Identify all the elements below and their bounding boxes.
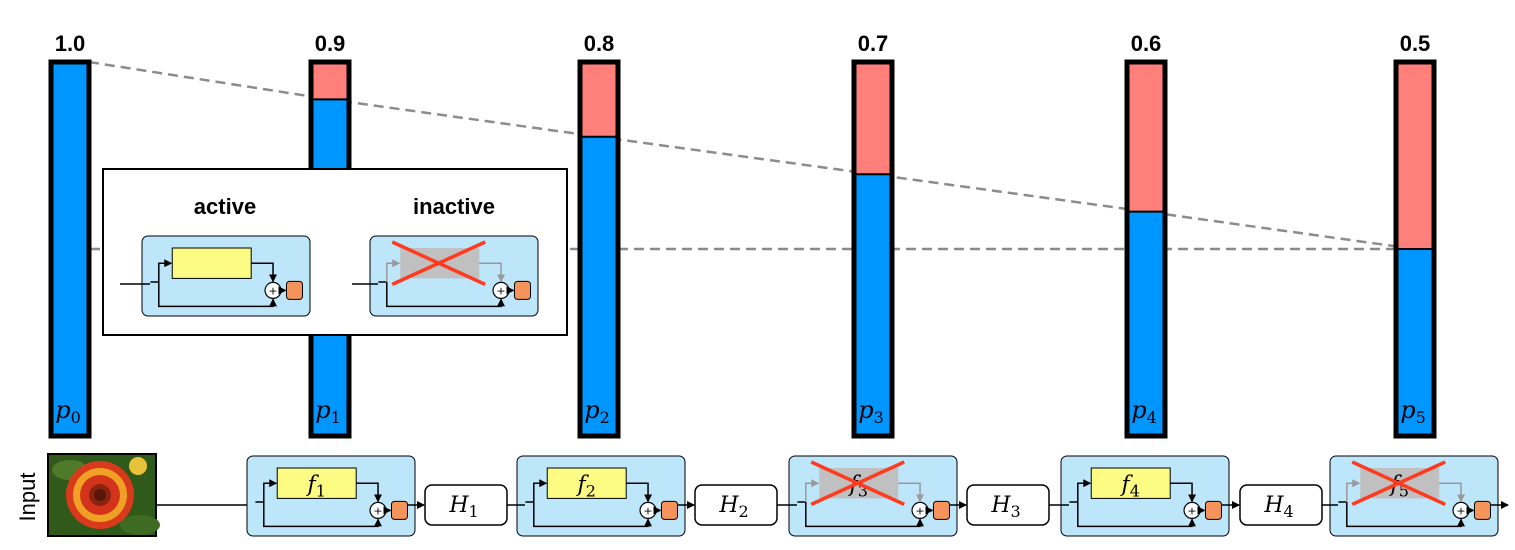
probability-bar-3: 0.7 p3 xyxy=(851,31,895,439)
res-block-legend-active: + xyxy=(141,235,311,317)
transition-4: H4 xyxy=(1239,484,1338,526)
prob-value-5: 0.5 xyxy=(1400,31,1431,56)
skip-connection-f1 xyxy=(263,502,383,528)
func-box-legend-active xyxy=(171,247,252,279)
probability-bar-2: 0.8 p2 xyxy=(577,31,621,439)
survival-decay-line xyxy=(88,60,1416,251)
relu-unit-f5 xyxy=(1473,500,1491,520)
bar-label-p0: p0 xyxy=(55,396,81,427)
res-block-f4: f4+ xyxy=(1060,455,1230,537)
transition-label-2: H2 xyxy=(718,493,748,521)
bar-label-p1: p1 xyxy=(315,396,341,427)
svg-text:+: + xyxy=(915,504,924,517)
drop-segment-4 xyxy=(1127,62,1165,212)
cross-b-f3 xyxy=(810,460,905,506)
prob-value-3: 0.7 xyxy=(858,31,889,56)
svg-text:+: + xyxy=(268,284,277,297)
probability-bar-0: 1.0 p0 xyxy=(48,31,92,439)
bar-label-p3: p3 xyxy=(858,396,884,427)
drop-segment-3 xyxy=(854,62,892,175)
res-block-legend-inactive: + xyxy=(369,235,539,317)
transition-3: H3 xyxy=(966,484,1069,526)
bar-outline-3 xyxy=(851,59,895,439)
legend-box: active inactive + + xyxy=(102,168,568,336)
func-box-f2 xyxy=(546,467,627,499)
relu-unit-f1 xyxy=(390,500,408,520)
transition-1: H1 xyxy=(424,484,525,526)
drop-segment-1 xyxy=(311,62,349,100)
drop-segment-2 xyxy=(580,62,618,137)
prob-value-1: 0.9 xyxy=(315,31,346,56)
skip-connection-f4 xyxy=(1077,502,1197,528)
svg-text:+: + xyxy=(1456,504,1465,517)
svg-text:+: + xyxy=(643,504,652,517)
func-box-f4 xyxy=(1090,467,1171,499)
transition-label-1: H1 xyxy=(448,493,478,521)
transition-label-3: H3 xyxy=(990,493,1020,521)
bar-outline-2 xyxy=(577,59,621,439)
skip-connection-f3 xyxy=(805,502,925,528)
prob-value-0: 1.0 xyxy=(55,31,86,56)
cross-b-legend-inactive xyxy=(391,240,486,286)
skip-connection-f2 xyxy=(533,502,653,528)
legend-inactive-block: + xyxy=(352,235,539,317)
relu-unit-f2 xyxy=(660,500,678,520)
relu-unit-f3 xyxy=(932,500,950,520)
probability-bar-4: 0.6 p4 xyxy=(1124,31,1168,439)
survive-segment-5 xyxy=(1396,249,1434,436)
bar-outline-5 xyxy=(1393,59,1437,439)
input-label: Input xyxy=(15,473,40,522)
legend-inactive-title: inactive xyxy=(413,194,495,219)
input-image xyxy=(47,453,160,537)
bar-label-p2: p2 xyxy=(584,396,610,427)
transition-label-4: H4 xyxy=(1263,493,1293,521)
skip-connection-legend-active xyxy=(158,282,278,308)
bar-label-p5: p5 xyxy=(1400,396,1426,427)
res-block-f2: f2+ xyxy=(516,455,686,537)
network-row: Input f1+ f2+ f3+ f4+ f5+ H1 H2 H3 H4 xyxy=(15,453,1509,537)
legend-active-title: active xyxy=(194,194,256,219)
prob-value-2: 0.8 xyxy=(584,31,615,56)
probability-bar-5: 0.5 p5 xyxy=(1393,31,1437,439)
relu-unit-legend-inactive xyxy=(513,280,531,300)
survive-segment-3 xyxy=(854,174,892,436)
relu-unit-legend-active xyxy=(285,280,303,300)
skip-connection-f5 xyxy=(1346,502,1466,528)
svg-text:+: + xyxy=(1187,504,1196,517)
survive-segment-2 xyxy=(580,136,618,437)
legend-active-block: + xyxy=(120,235,311,317)
res-block-f5: f5+ xyxy=(1329,455,1499,537)
bar-label-p4: p4 xyxy=(1131,396,1157,427)
skip-connection-legend-inactive xyxy=(386,282,506,308)
res-block-f3: f3+ xyxy=(788,455,958,537)
survive-segment-4 xyxy=(1127,211,1165,436)
drop-segment-5 xyxy=(1396,62,1434,249)
prob-value-4: 0.6 xyxy=(1131,31,1162,56)
bar-outline-4 xyxy=(1124,59,1168,439)
res-block-f1: f1+ xyxy=(246,455,416,537)
func-box-f1 xyxy=(276,467,357,499)
relu-unit-f4 xyxy=(1204,500,1222,520)
bar-outline-0 xyxy=(48,59,92,439)
transition-2: H2 xyxy=(694,484,797,526)
survive-segment-0 xyxy=(51,62,89,436)
cross-b-f5 xyxy=(1351,460,1446,506)
svg-text:+: + xyxy=(373,504,382,517)
svg-text:+: + xyxy=(496,284,505,297)
survival-probability-bars: 1.0 p0 0.9 p1 0.8 p2 0.7 p3 0.6 p4 0.5 p5 xyxy=(48,31,1437,439)
